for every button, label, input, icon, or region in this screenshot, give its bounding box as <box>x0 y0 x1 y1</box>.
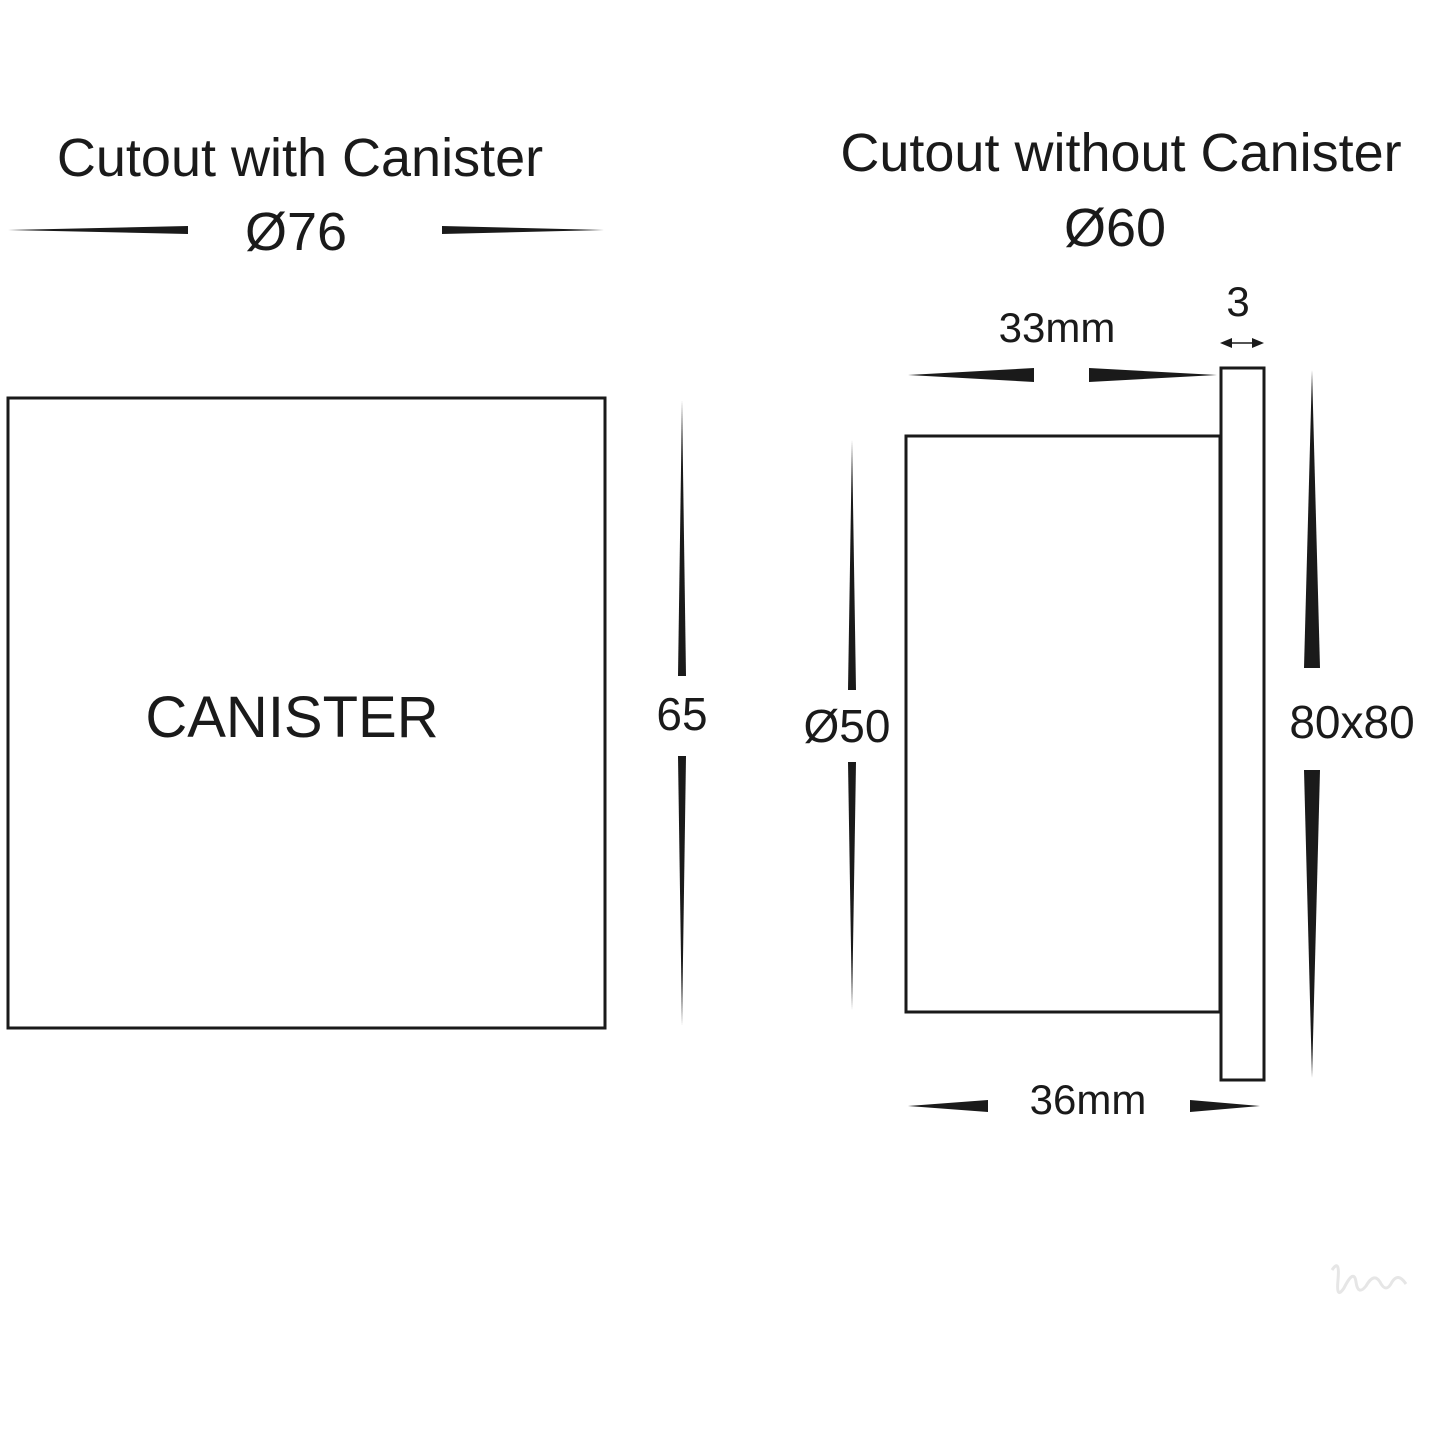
flange-size-dim-arrow-top <box>1304 370 1320 668</box>
flange-dim-arrow-left <box>1220 338 1232 348</box>
left-title: Cutout with Canister <box>57 128 543 188</box>
fitting-body <box>904 434 1222 1014</box>
left-height-dim-arrow-bottom <box>678 756 686 1026</box>
flange-size-dim-arrow-bottom <box>1304 770 1320 1078</box>
total-depth-dim-arrow-right <box>1190 1100 1260 1112</box>
total-depth-dim: 36mm <box>1030 1076 1147 1123</box>
right-title: Cutout without Canister <box>840 123 1401 183</box>
depth-dim: 33mm <box>999 304 1116 351</box>
left-cutout-dim-arrow-left <box>8 226 188 234</box>
right-cutout-dim: Ø60 <box>1064 198 1166 258</box>
left-cutout-dim: Ø76 <box>245 202 347 262</box>
left-cutout-dim-arrow-right <box>442 226 604 234</box>
flange-dim-arrow-right <box>1252 338 1264 348</box>
left-height-dim: 65 <box>656 688 707 740</box>
depth-dim-arrow-right <box>1089 368 1217 382</box>
body-dia-dim: Ø50 <box>804 700 891 752</box>
body-dia-dim-arrow-top <box>848 440 856 690</box>
flange-thickness-dim: 3 <box>1226 278 1249 325</box>
watermark-logo <box>1330 1264 1408 1294</box>
fitting-flange <box>1219 366 1266 1082</box>
left-height-dim-arrow-top <box>678 400 686 676</box>
depth-dim-arrow-left <box>908 368 1034 382</box>
canister-body <box>6 396 607 1030</box>
body-dia-dim-arrow-bottom <box>848 762 856 1010</box>
total-depth-dim-arrow-left <box>908 1100 988 1112</box>
flange-size-dim: 80x80 <box>1289 696 1414 748</box>
canister-label: CANISTER <box>145 685 438 750</box>
